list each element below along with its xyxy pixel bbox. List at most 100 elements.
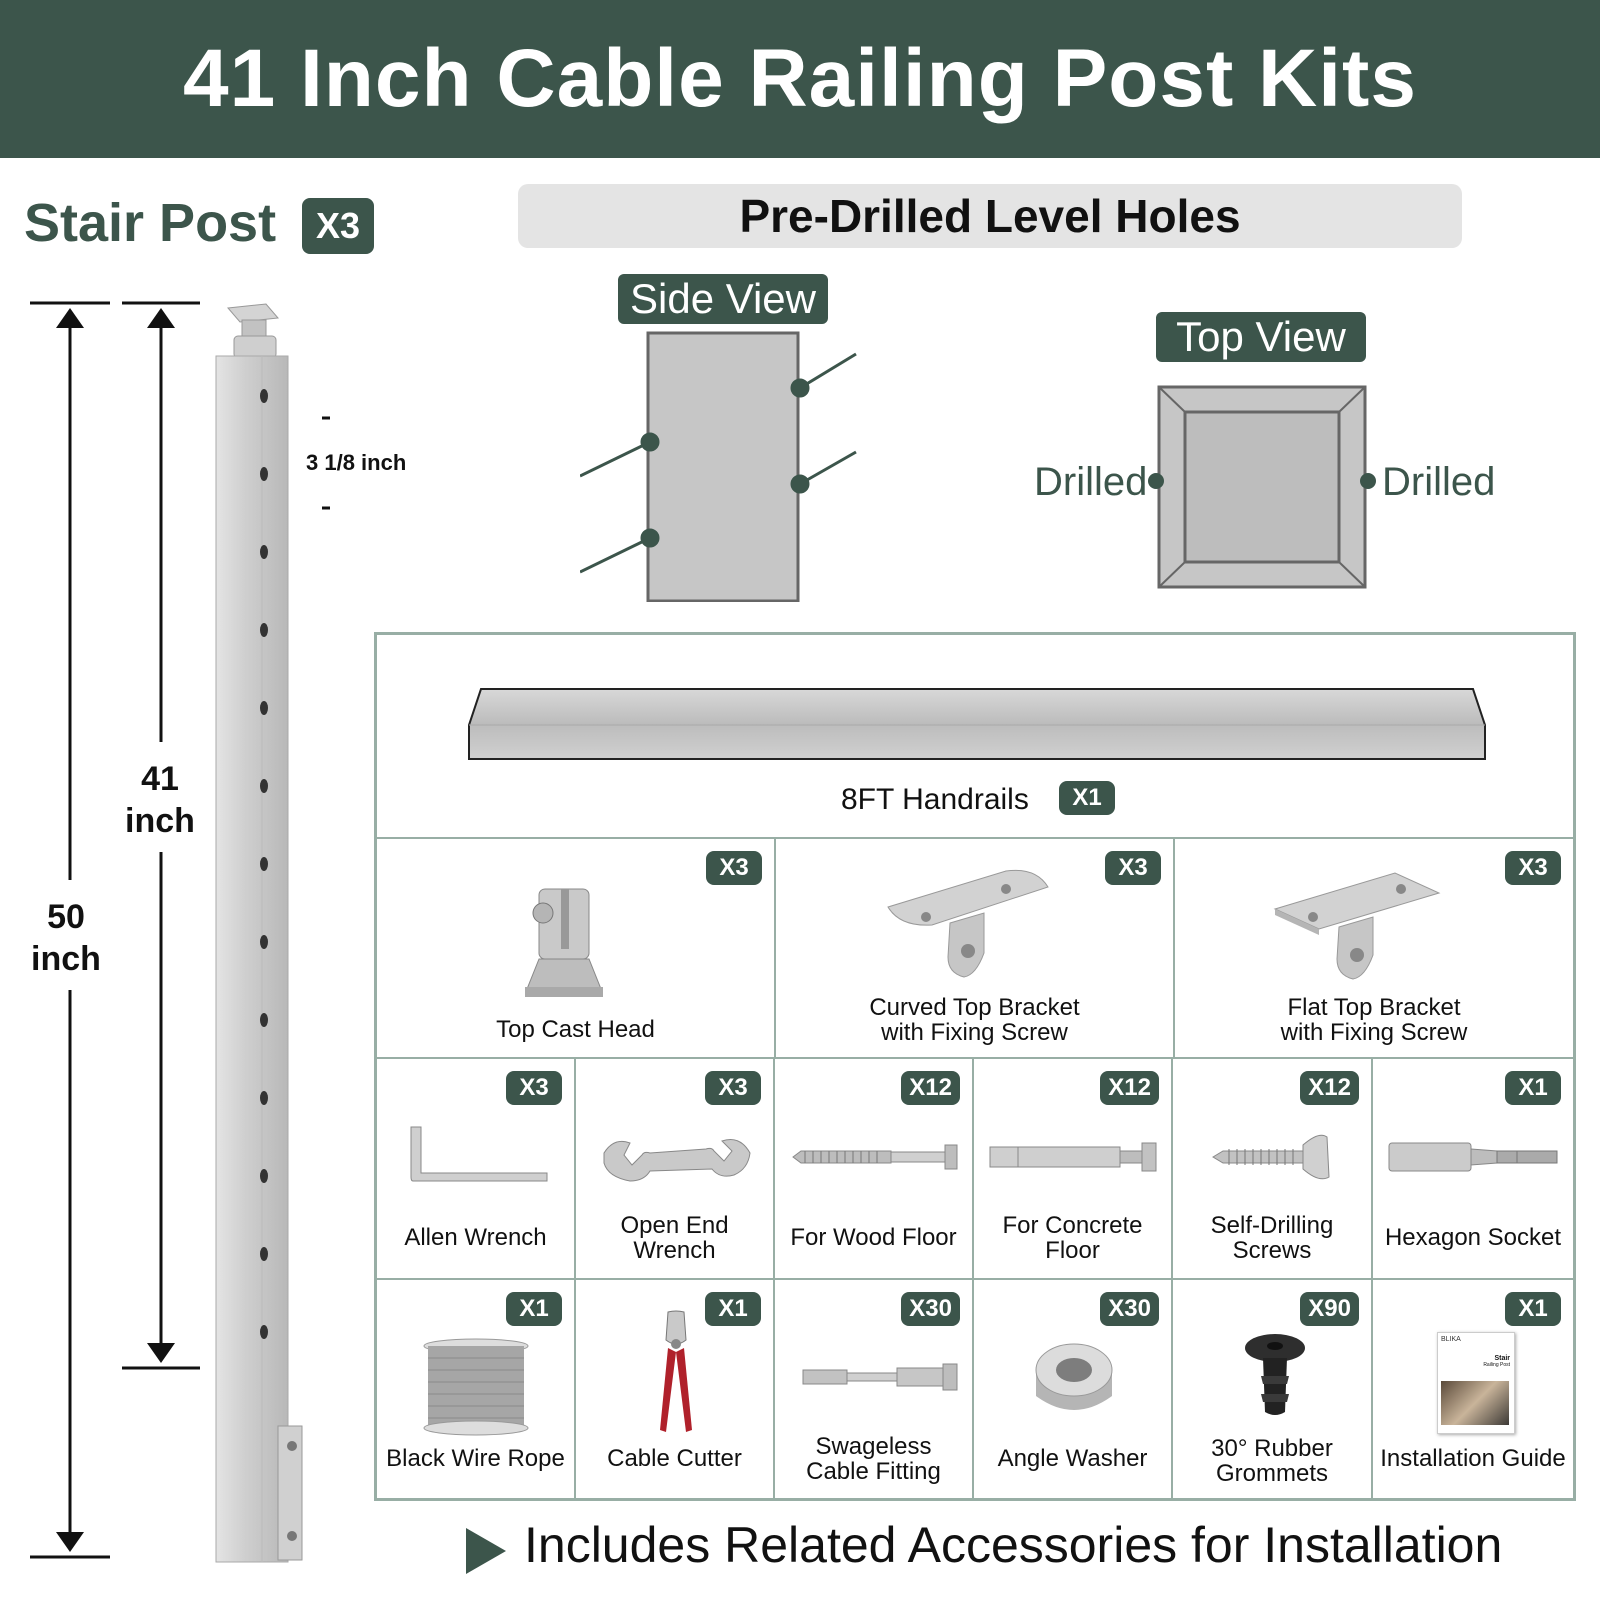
- kit-item-top-cast-head: X3 Top Cast Head: [377, 839, 776, 1059]
- guide-title-line2: Railing Post: [1483, 1362, 1510, 1368]
- item-label: Angle Washer: [974, 1446, 1171, 1471]
- qty-badge: X1: [1505, 1292, 1561, 1326]
- qty-badge: X12: [1100, 1071, 1159, 1105]
- handrail-cell: 8FT Handrails X1: [377, 635, 1573, 839]
- qty-badge: X1: [705, 1292, 761, 1326]
- item-label-line2: Floor: [1045, 1237, 1100, 1264]
- page-title: 41 Inch Cable Railing Post Kits: [183, 33, 1417, 124]
- guide-photo: [1441, 1381, 1509, 1425]
- drilled-hole-left-dot: [1148, 473, 1164, 489]
- side-view-diagram: [580, 331, 857, 602]
- top-view-label: Top View: [1156, 312, 1366, 362]
- installation-guide-icon: BLIKA Stair Railing Post: [1437, 1332, 1515, 1434]
- item-label-line1: Cable Cutter: [607, 1445, 742, 1472]
- qty-badge: X3: [1105, 851, 1161, 885]
- item-label-line2: Grommets: [1215, 1460, 1328, 1487]
- total-height-label: 50 inch: [16, 896, 116, 980]
- post-height-value: 41: [141, 760, 179, 798]
- item-label: Cable Cutter: [576, 1446, 773, 1471]
- item-label-line1: Flat Top Bracket: [1287, 994, 1461, 1021]
- item-label-line2: Screws: [1232, 1237, 1312, 1264]
- item-label-line1: Hexagon Socket: [1384, 1224, 1562, 1251]
- pre-drilled-holes-banner: Pre-Drilled Level Holes: [518, 184, 1462, 248]
- drilled-hole-right-dot: [1360, 473, 1376, 489]
- hex-socket-icon: [1388, 1142, 1558, 1172]
- item-label-line1: Open End: [620, 1212, 729, 1239]
- qty-badge: X3: [706, 851, 762, 885]
- allen-wrench-icon: [410, 1126, 548, 1182]
- item-label: Installation Guide: [1373, 1446, 1573, 1471]
- handrail-icon: [468, 688, 1486, 760]
- header-banner: 41 Inch Cable Railing Post Kits: [0, 0, 1600, 158]
- item-label-line1: Swageless: [815, 1433, 932, 1460]
- item-label-line1: 30° Rubber: [1211, 1435, 1333, 1462]
- kit-item-self-drilling-screws: X12 Self-Drilling Screws: [1173, 1059, 1373, 1280]
- side-view-label: Side View: [618, 274, 828, 324]
- play-arrow-icon: [466, 1528, 506, 1574]
- kit-item-concrete-floor-anchor: X12 For Concrete Floor: [974, 1059, 1173, 1280]
- qty-badge: X1: [506, 1292, 562, 1326]
- lag-screw-icon: [792, 1144, 958, 1170]
- kit-item-swageless-cable-fitting: X30 Swageless Cable Fitting: [775, 1280, 974, 1498]
- item-label-line2: Wrench: [633, 1237, 716, 1264]
- qty-badge: X3: [705, 1071, 761, 1105]
- kit-item-flat-top-bracket: X3 Flat Top Bracket with Fixing Screw: [1175, 839, 1573, 1059]
- cable-fitting-icon: [802, 1363, 958, 1391]
- item-label: Flat Top Bracket with Fixing Screw: [1175, 995, 1573, 1045]
- drilled-label-right: Drilled: [1382, 460, 1496, 504]
- qty-badge: X90: [1300, 1292, 1359, 1326]
- kit-item-allen-wrench: X3 Allen Wrench: [377, 1059, 576, 1280]
- item-label-line1: Allen Wrench: [404, 1224, 547, 1251]
- post-height-label: 41 inch: [110, 758, 210, 842]
- item-label-line2: with Fixing Screw: [1280, 1019, 1468, 1046]
- kit-contents-panel: 8FT Handrails X1 X3 Top Cast Head X3 Cur…: [374, 632, 1576, 1501]
- kit-item-rubber-grommets: X90 30° Rubber Grommets: [1173, 1280, 1373, 1498]
- guide-title-line1: Stair: [1494, 1355, 1510, 1362]
- qty-badge: X12: [1300, 1071, 1359, 1105]
- item-label: Curved Top Bracket with Fixing Screw: [776, 995, 1173, 1045]
- rubber-grommet-icon: [1245, 1334, 1305, 1415]
- item-label: Hexagon Socket: [1373, 1225, 1573, 1250]
- dimension-lines: [30, 301, 330, 1559]
- item-label-line1: For Concrete: [1002, 1212, 1143, 1239]
- kit-item-black-wire-rope: X1 Black Wire Rope: [377, 1280, 576, 1498]
- qty-badge: X3: [506, 1071, 562, 1105]
- total-height-unit: inch: [31, 940, 101, 978]
- item-label: Swageless Cable Fitting: [775, 1434, 972, 1484]
- curved-top-bracket-icon: [887, 869, 1049, 978]
- item-label: For Concrete Floor: [974, 1213, 1171, 1263]
- item-label-line1: For Wood Floor: [790, 1224, 957, 1251]
- self-drilling-screw-icon: [1212, 1134, 1330, 1180]
- kit-item-angle-washer: X30 Angle Washer: [974, 1280, 1173, 1498]
- footer-text: Includes Related Accessories for Install…: [524, 1517, 1503, 1573]
- qty-badge: X30: [901, 1292, 960, 1326]
- handrail-qty-badge: X1: [1059, 781, 1115, 815]
- qty-badge: X30: [1100, 1292, 1159, 1326]
- flat-top-bracket-icon: [1273, 872, 1441, 980]
- top-view-diagram: [1157, 385, 1367, 589]
- guide-title: Stair Railing Post: [1483, 1355, 1510, 1368]
- item-label: Open End Wrench: [576, 1213, 773, 1263]
- post-height-unit: inch: [125, 802, 195, 840]
- item-label: Black Wire Rope: [377, 1446, 574, 1471]
- kit-item-cable-cutter: X1 Cable Cutter: [576, 1280, 775, 1498]
- kit-item-installation-guide: X1 BLIKA Stair Railing Post Installation…: [1373, 1280, 1573, 1498]
- qty-badge: X3: [1505, 851, 1561, 885]
- wire-rope-spool-icon: [423, 1338, 529, 1436]
- kit-item-wood-floor-screw: X12 For Wood Floor: [775, 1059, 974, 1280]
- item-label-line2: with Fixing Screw: [881, 1019, 1068, 1046]
- item-label: Top Cast Head: [496, 1016, 655, 1043]
- hole-spacing-label: 3 1/8 inch: [306, 450, 407, 475]
- stair-post-qty-badge: X3: [302, 198, 374, 254]
- cable-cutter-icon: [660, 1310, 692, 1432]
- open-end-wrench-icon: [603, 1139, 751, 1182]
- item-label-line2: Cable Fitting: [806, 1458, 941, 1485]
- kit-item-curved-top-bracket: X3 Curved Top Bracket with Fixing Screw: [776, 839, 1175, 1059]
- kit-item-open-end-wrench: X3 Open End Wrench: [576, 1059, 775, 1280]
- item-label: For Wood Floor: [775, 1225, 972, 1250]
- guide-brand: BLIKA: [1441, 1336, 1461, 1343]
- item-label: Allen Wrench: [377, 1225, 574, 1250]
- item-label-line1: Installation Guide: [1380, 1445, 1566, 1472]
- item-label: Self-Drilling Screws: [1173, 1213, 1371, 1263]
- stair-post-title: Stair Post: [24, 193, 277, 253]
